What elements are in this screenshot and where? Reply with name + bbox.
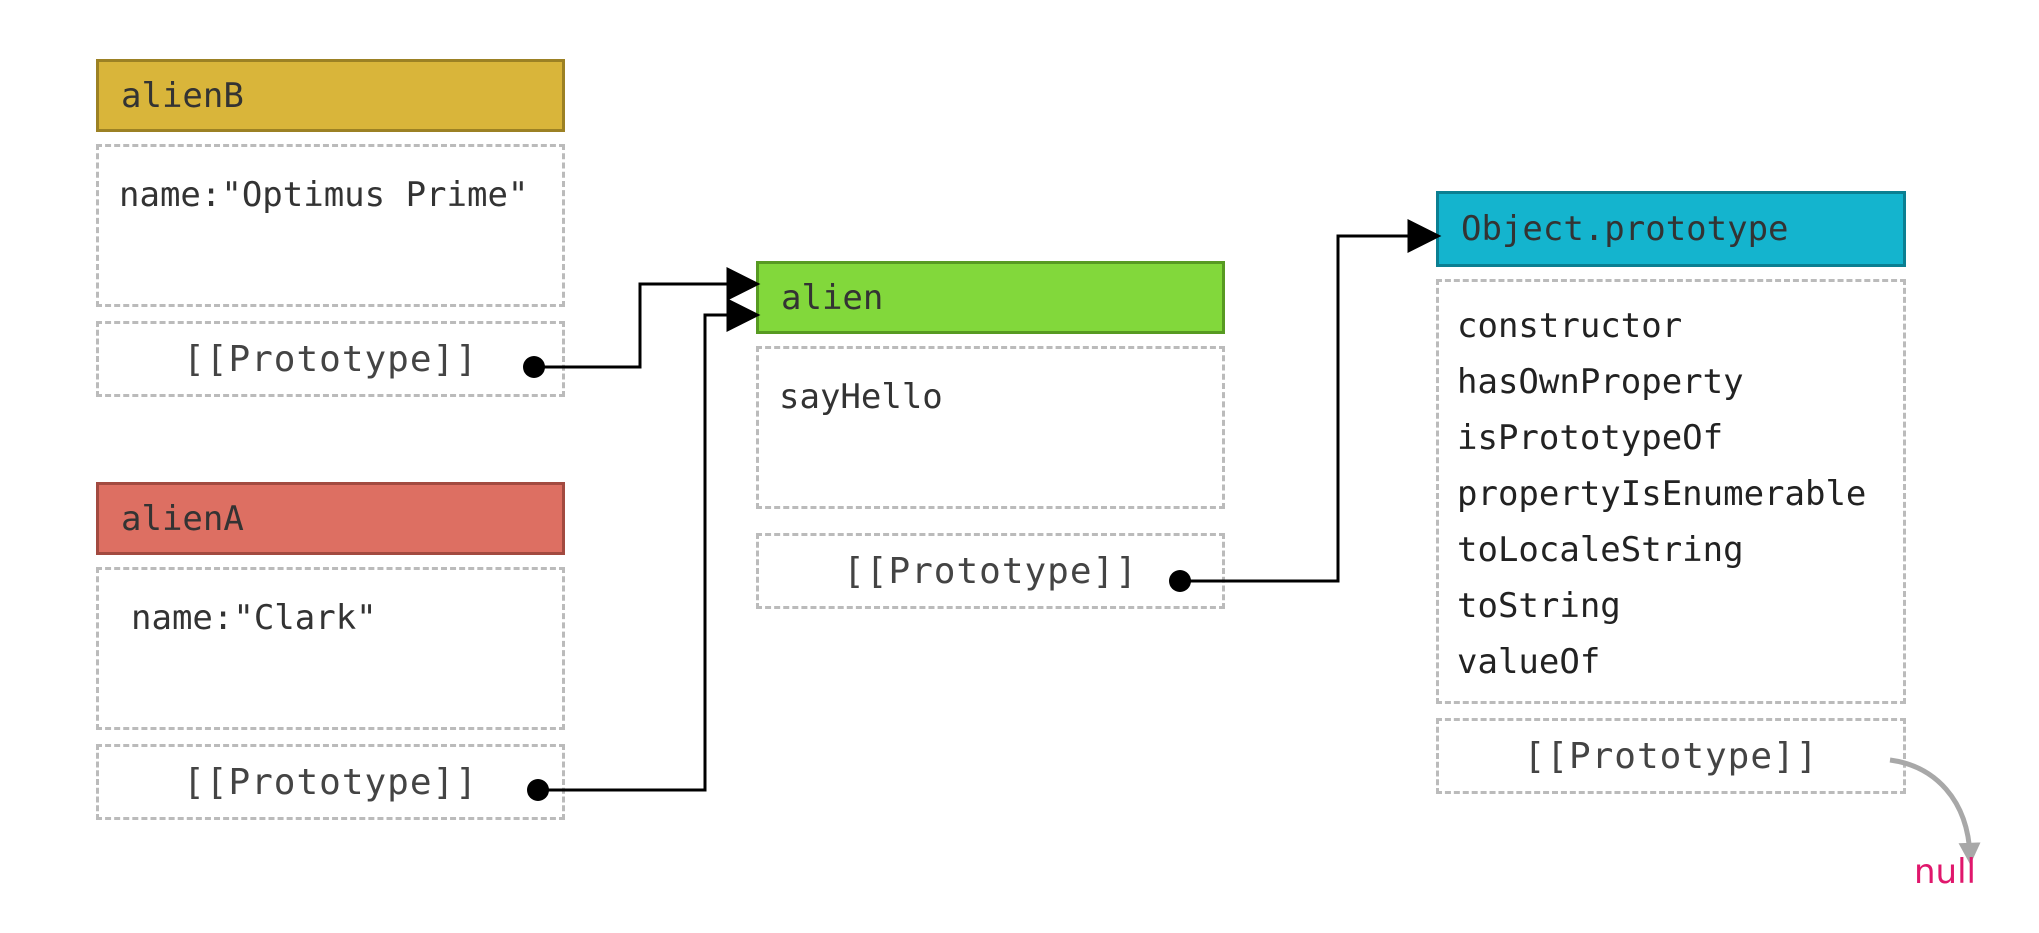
object-alienA: alienA name:"Clark" [[Prototype]]: [96, 482, 565, 820]
alienB-header: alienB: [96, 59, 565, 132]
alienB-properties: name:"Optimus Prime": [96, 144, 565, 307]
prop-valueOf: valueOf: [1457, 642, 1601, 682]
prop-toLocaleString: toLocaleString: [1457, 530, 1744, 570]
alienB-prop-name: name:"Optimus Prime": [119, 175, 529, 215]
alienA-title: alienA: [121, 498, 244, 539]
object-prototype-prototype-slot: [[Prototype]]: [1436, 718, 1906, 794]
alien-header: alien: [756, 261, 1225, 334]
object-prototype-prototype-label: [[Prototype]]: [1523, 735, 1819, 777]
alienB-prototype-label: [[Prototype]]: [183, 338, 478, 380]
object-prototype-header: Object.prototype: [1436, 191, 1906, 267]
prop-propertyIsEnumerable: propertyIsEnumerable: [1457, 474, 1867, 514]
prop-isPrototypeOf: isPrototypeOf: [1457, 418, 1724, 458]
object-prototype-prop-list: constructor hasOwnProperty isPrototypeOf…: [1439, 282, 1903, 690]
alien-title: alien: [781, 277, 884, 318]
alien-prototype-label: [[Prototype]]: [843, 550, 1138, 592]
alienB-prototype-slot: [[Prototype]]: [96, 321, 565, 397]
object-alien: alien sayHello [[Prototype]]: [756, 261, 1225, 609]
link-alienA-line: [538, 298, 761, 792]
object-alienB: alienB name:"Optimus Prime" [[Prototype]…: [96, 59, 565, 397]
object-prototype-title: Object.prototype: [1461, 209, 1789, 249]
alienA-header: alienA: [96, 482, 565, 555]
prop-constructor: constructor: [1457, 306, 1683, 346]
alienB-title: alienB: [121, 75, 244, 116]
alien-prop-sayHello: sayHello: [779, 377, 943, 417]
prop-toString: toString: [1457, 586, 1621, 626]
alienA-properties: name:"Clark": [96, 567, 565, 730]
object-prototype-properties: constructor hasOwnProperty isPrototypeOf…: [1436, 279, 1906, 704]
null-label: null: [1914, 852, 1976, 892]
alien-properties: sayHello: [756, 346, 1225, 509]
link-alienB-line: [534, 267, 761, 369]
alienA-prop-name: name:"Clark": [131, 598, 377, 638]
prop-hasOwnProperty: hasOwnProperty: [1457, 362, 1744, 402]
alienA-prototype-label: [[Prototype]]: [183, 761, 478, 803]
alien-prototype-slot: [[Prototype]]: [756, 533, 1225, 609]
object-object-prototype: Object.prototype constructor hasOwnPrope…: [1436, 191, 1906, 794]
alienA-prototype-slot: [[Prototype]]: [96, 744, 565, 820]
